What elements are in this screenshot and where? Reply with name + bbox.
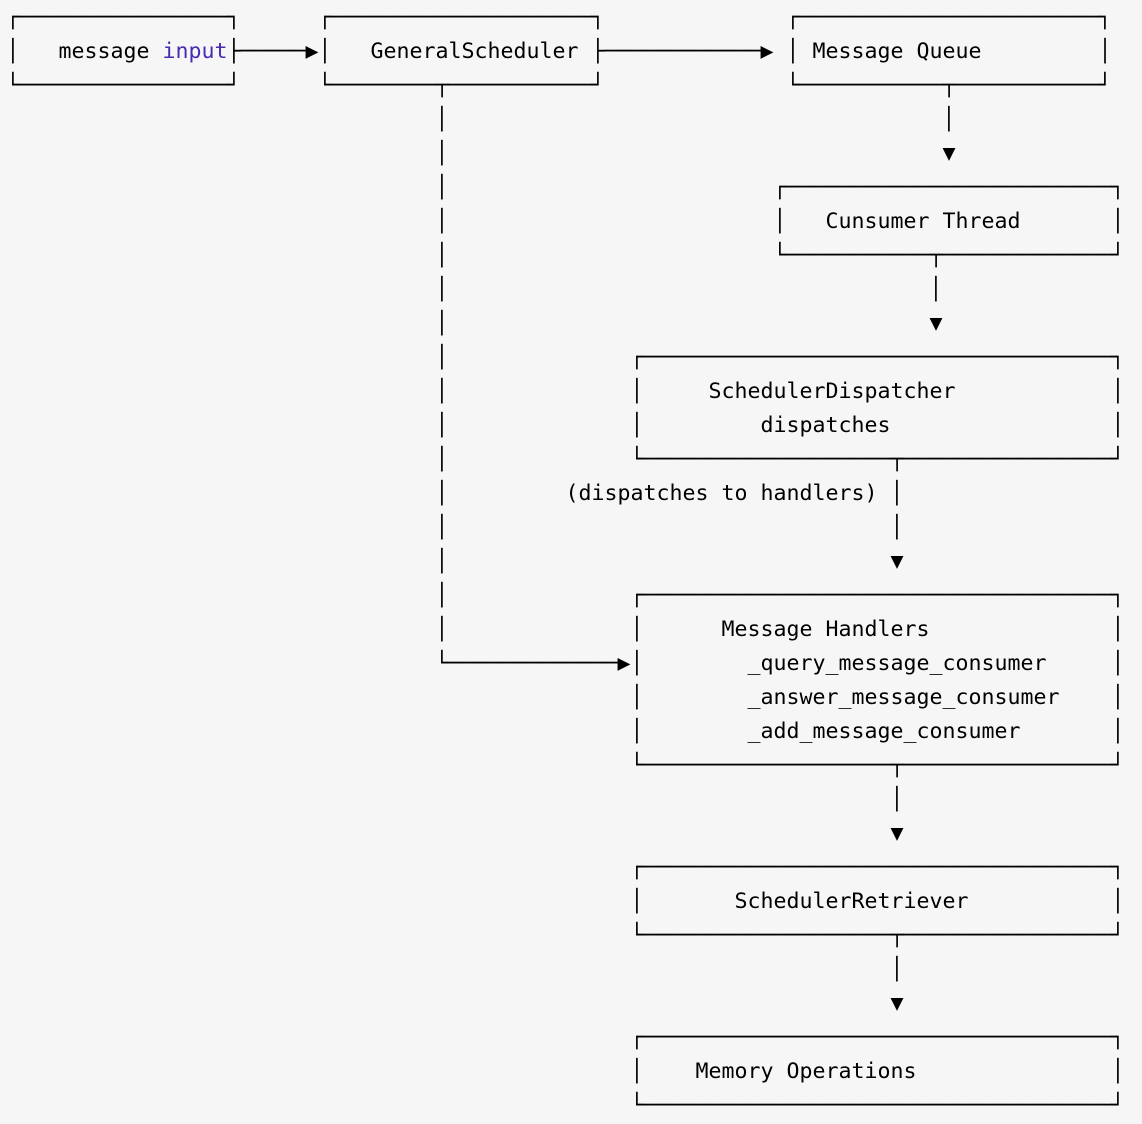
diagram-line: │ _add_message_consumer │ bbox=[7, 715, 1142, 749]
diagram-text: │ ▼ bbox=[6, 549, 904, 574]
diagram-text: ┌────────────────────────────────────┐ bbox=[6, 855, 1125, 880]
diagram-text: │ _add_message_consumer │ bbox=[6, 719, 1125, 744]
diagram-text: │ │ dispatches │ bbox=[6, 413, 1125, 438]
diagram-line: └───────────────────┬────────────────┘ bbox=[7, 749, 1142, 783]
diagram-text: │ ┌────────────────────────────────────┐ bbox=[6, 345, 1125, 370]
diagram-line: │ _answer_message_consumer │ bbox=[7, 681, 1142, 715]
diagram-text: │ │ Cunsumer Thread │ bbox=[6, 209, 1125, 234]
diagram-line: ┌────────────────────────────────────┐ bbox=[7, 1021, 1142, 1055]
diagram-line: │ bbox=[7, 953, 1142, 987]
diagram-text: │ SchedulerRetriever │ bbox=[6, 889, 1125, 914]
diagram-text: │ ┌────────────────────────────────────┐ bbox=[6, 583, 1125, 608]
diagram-line: └────────────────────────────────────┘ bbox=[7, 1089, 1142, 1123]
diagram-line: └─────────────▶│ _query_message_consumer… bbox=[7, 647, 1142, 681]
diagram-line: │ │ bbox=[7, 273, 1142, 307]
diagram-text: │ │ Message Handlers │ bbox=[6, 617, 1125, 642]
diagram-line: ┌────────────────────────────────────┐ bbox=[7, 851, 1142, 885]
diagram-text: ├─────▶│ GeneralScheduler ├────────────▶… bbox=[227, 39, 1112, 64]
diagram-text: ┌────────────────┐ ┌────────────────────… bbox=[6, 5, 1112, 30]
diagram-line: ▼ bbox=[7, 817, 1142, 851]
diagram-text: │ └───────────────────┬────────────────┘ bbox=[6, 447, 1125, 472]
diagram-line: └────────────────┘ └────────┬───────────… bbox=[7, 69, 1142, 103]
diagram-line: │ Memory Operations │ bbox=[7, 1055, 1142, 1089]
diagram-line: └───────────────────┬────────────────┘ bbox=[7, 919, 1142, 953]
diagram-text: │ _answer_message_consumer │ bbox=[6, 685, 1125, 710]
diagram-text: │ ▼ bbox=[6, 141, 956, 166]
diagram-text: │ ▼ bbox=[6, 311, 943, 336]
diagram-line: │ │ SchedulerDispatcher │ bbox=[7, 375, 1142, 409]
diagram-text: │ (dispatches to handlers) │ bbox=[6, 481, 904, 506]
diagram-line: │ SchedulerRetriever │ bbox=[7, 885, 1142, 919]
diagram-line: │ (dispatches to handlers) │ bbox=[7, 477, 1142, 511]
diagram-text: └───────────────────┬────────────────┘ bbox=[6, 923, 1125, 948]
diagram-text: ▼ bbox=[6, 821, 904, 846]
diagram-text: ▼ bbox=[6, 991, 904, 1016]
diagram-text: │ ┌─────────────────────────┐ bbox=[6, 175, 1125, 200]
diagram-text: │ bbox=[6, 957, 904, 982]
diagram-text: │ │ bbox=[6, 277, 943, 302]
diagram-text: │ Memory Operations │ bbox=[6, 1059, 1125, 1084]
diagram-text: │ │ bbox=[6, 107, 956, 132]
diagram-line: │ ▼ bbox=[7, 137, 1142, 171]
diagram-text: └────────────────┘ └────────┬───────────… bbox=[6, 73, 1112, 98]
diagram-text: └─────────────▶│ _query_message_consumer… bbox=[6, 651, 1125, 676]
diagram-line: ▼ bbox=[7, 987, 1142, 1021]
diagram-text: │ bbox=[6, 787, 904, 812]
diagram-line: ┌────────────────┐ ┌────────────────────… bbox=[7, 1, 1142, 35]
diagram-line: │ │ bbox=[7, 511, 1142, 545]
diagram-line: │ │ Cunsumer Thread │ bbox=[7, 205, 1142, 239]
diagram-text: │ message bbox=[6, 39, 163, 64]
diagram-line: │ └───────────────────┬────────────────┘ bbox=[7, 443, 1142, 477]
diagram-text: └───────────────────┬────────────────┘ bbox=[6, 753, 1125, 778]
diagram-text: ┌────────────────────────────────────┐ bbox=[6, 1025, 1125, 1050]
diagram-line: │ ▼ bbox=[7, 307, 1142, 341]
diagram-line: │ │ Message Handlers │ bbox=[7, 613, 1142, 647]
diagram-text: │ │ SchedulerDispatcher │ bbox=[6, 379, 1125, 404]
diagram-text: │ └───────────┬─────────────┘ bbox=[6, 243, 1125, 268]
diagram-line: │ │ bbox=[7, 103, 1142, 137]
diagram-line: │ message input├─────▶│ GeneralScheduler… bbox=[7, 35, 1142, 69]
diagram-line: │ ┌────────────────────────────────────┐ bbox=[7, 579, 1142, 613]
diagram-line: │ ┌─────────────────────────┐ bbox=[7, 171, 1142, 205]
diagram-line: │ └───────────┬─────────────┘ bbox=[7, 239, 1142, 273]
input-builtin-text: input bbox=[162, 39, 228, 64]
diagram-line: │ │ dispatches │ bbox=[7, 409, 1142, 443]
diagram-text: └────────────────────────────────────┘ bbox=[6, 1093, 1125, 1118]
diagram-text: │ │ bbox=[6, 515, 904, 540]
diagram-line: │ ┌────────────────────────────────────┐ bbox=[7, 341, 1142, 375]
diagram-line: │ ▼ bbox=[7, 545, 1142, 579]
diagram-line: │ bbox=[7, 783, 1142, 817]
